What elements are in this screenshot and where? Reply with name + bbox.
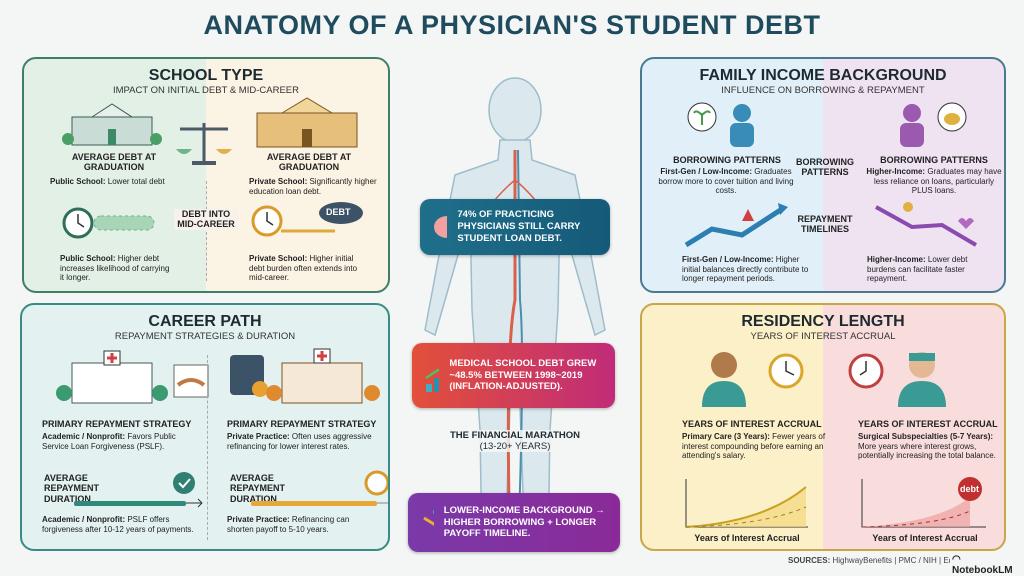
public-debt-text: Public School: Lower total debt bbox=[50, 177, 165, 186]
private-school-building-icon bbox=[256, 97, 358, 148]
clock-icon bbox=[62, 207, 155, 239]
private-duration-heading: AVERAGE REPAYMENT DURATION bbox=[230, 473, 286, 504]
repayment-timelines-label: REPAYMENT TIMELINES bbox=[797, 214, 853, 235]
academic-duration-bar bbox=[74, 472, 203, 508]
low-income-borrowing-text: First-Gen / Low-Income: Graduates borrow… bbox=[658, 167, 794, 196]
financial-marathon-label: THE FINANCIAL MARATHON (13-20+ YEARS) bbox=[430, 430, 600, 452]
surgeon-clock-icon bbox=[848, 352, 946, 407]
debt-cloud-label: DEBT bbox=[326, 207, 351, 217]
brain-money-icon bbox=[434, 216, 448, 238]
primary-care-doctor-clock-icon bbox=[702, 352, 804, 407]
public-midcareer-text: Public School: Higher debt increases lik… bbox=[60, 254, 170, 283]
primary-care-text: Primary Care (3 Years): Fewer years of i… bbox=[682, 432, 826, 461]
higher-income-person-money-icon bbox=[900, 102, 967, 147]
clock-debt-icon bbox=[251, 202, 363, 237]
panel-title: RESIDENCY LENGTH bbox=[741, 313, 905, 330]
high-income-repayment-text: Higher-Income: Lower debt burdens can fa… bbox=[867, 255, 968, 284]
private-duration-text: Private Practice: Refinancing can shorte… bbox=[227, 515, 350, 534]
surgical-text: Surgical Subspecialties (5-7 Years): Mor… bbox=[858, 432, 996, 461]
primary-care-axis-label: Years of Interest Accrual bbox=[694, 533, 800, 543]
panel-subtitle: YEARS OF INTEREST ACCRUAL bbox=[750, 331, 896, 342]
surgical-interest-curve-chart bbox=[861, 477, 986, 528]
panel-subtitle: INFLUENCE ON BORROWING & REPAYMENT bbox=[721, 85, 925, 96]
private-strategy-heading: PRIMARY REPAYMENT STRATEGY bbox=[227, 419, 377, 429]
panel-subtitle: REPAYMENT STRATEGIES & DURATION bbox=[114, 331, 296, 342]
stat-74-percent-text: 74% OF PRACTICING PHYSICIANS STILL CARRY… bbox=[457, 209, 581, 244]
low-income-repayment-text: First-Gen / Low-Income: Higher initial b… bbox=[682, 255, 809, 284]
scales-icon bbox=[176, 123, 232, 165]
primary-care-heading: YEARS OF INTEREST ACCRUAL bbox=[682, 419, 822, 429]
academic-duration-heading: AVERAGE REPAYMENT DURATION bbox=[44, 473, 100, 504]
notebooklm-logo: ◠ NotebookLM bbox=[950, 554, 1024, 576]
debt-growth-text: MEDICAL SCHOOL DEBT GREW ~48.5% BETWEEN … bbox=[449, 357, 597, 393]
marathon-years: (13-20+ YEARS) bbox=[479, 441, 551, 452]
private-midcareer-text: Private School: Higher initial debt burd… bbox=[249, 254, 358, 283]
academic-strategy-text: Academic / Nonprofit: Favors Public Serv… bbox=[42, 432, 176, 451]
surgical-axis-label: Years of Interest Accrual bbox=[872, 533, 978, 543]
private-duration-bar bbox=[251, 470, 388, 506]
debt-badge: debt bbox=[960, 484, 979, 494]
mid-career-label: DEBT INTO MID-CAREER bbox=[174, 209, 238, 230]
private-debt-heading: AVERAGE DEBT AT GRADUATION bbox=[266, 152, 352, 173]
public-debt-heading: AVERAGE DEBT AT GRADUATION bbox=[71, 152, 157, 173]
panel-title: SCHOOL TYPE bbox=[148, 67, 264, 84]
lower-income-callout: LOWER-INCOME BACKGROUND → HIGHER BORROWI… bbox=[408, 493, 620, 552]
panel-subtitle: IMPACT ON INITIAL DEBT & MID-CAREER bbox=[113, 85, 299, 96]
high-income-borrowing-text: Higher-Income: Graduates may have less r… bbox=[866, 167, 1002, 196]
private-debt-text: Private School: Significantly higher edu… bbox=[249, 177, 377, 196]
panel-title: CAREER PATH bbox=[148, 313, 262, 330]
high-income-borrowing-heading: BORROWING PATTERNS bbox=[880, 155, 988, 165]
academic-duration-text: Academic / Nonprofit: PSLF offers forgiv… bbox=[42, 515, 194, 534]
public-school-building-icon bbox=[62, 103, 162, 146]
growth-bar-chart-icon bbox=[425, 368, 440, 392]
marathon-title: THE FINANCIAL MARATHON bbox=[450, 430, 580, 441]
diverging-paths-person-icon bbox=[423, 509, 434, 526]
stat-74-percent-callout: 74% OF PRACTICING PHYSICIANS STILL CARRY… bbox=[420, 199, 610, 255]
page-title: ANATOMY OF A PHYSICIAN'S STUDENT DEBT bbox=[203, 10, 821, 40]
private-practice-calculator-clinic-icon bbox=[230, 348, 380, 404]
academic-strategy-heading: PRIMARY REPAYMENT STRATEGY bbox=[42, 419, 192, 429]
debt-growth-callout: MEDICAL SCHOOL DEBT GREW ~48.5% BETWEEN … bbox=[412, 343, 615, 408]
rising-path-chart-icon bbox=[684, 203, 788, 248]
primary-care-interest-curve-chart bbox=[685, 479, 808, 528]
lower-income-text: LOWER-INCOME BACKGROUND → HIGHER BORROWI… bbox=[443, 504, 605, 540]
panel-title: FAMILY INCOME BACKGROUND bbox=[699, 67, 947, 84]
sources-footer: SOURCES: HighwayBenefits | PMC / NIH | E… bbox=[788, 556, 954, 565]
human-body-illustration bbox=[424, 77, 606, 551]
surgical-heading: YEARS OF INTEREST ACCRUAL bbox=[858, 419, 998, 429]
academic-hospital-icon bbox=[56, 350, 209, 404]
low-income-borrowing-heading: BORROWING PATTERNS bbox=[673, 155, 781, 165]
private-strategy-text: Private Practice: Often uses aggressive … bbox=[227, 432, 372, 451]
declining-debt-chart-icon bbox=[875, 202, 978, 247]
low-income-person-seedling-icon bbox=[687, 102, 754, 147]
borrowing-patterns-label: BORROWING PATTERNS bbox=[796, 157, 854, 178]
